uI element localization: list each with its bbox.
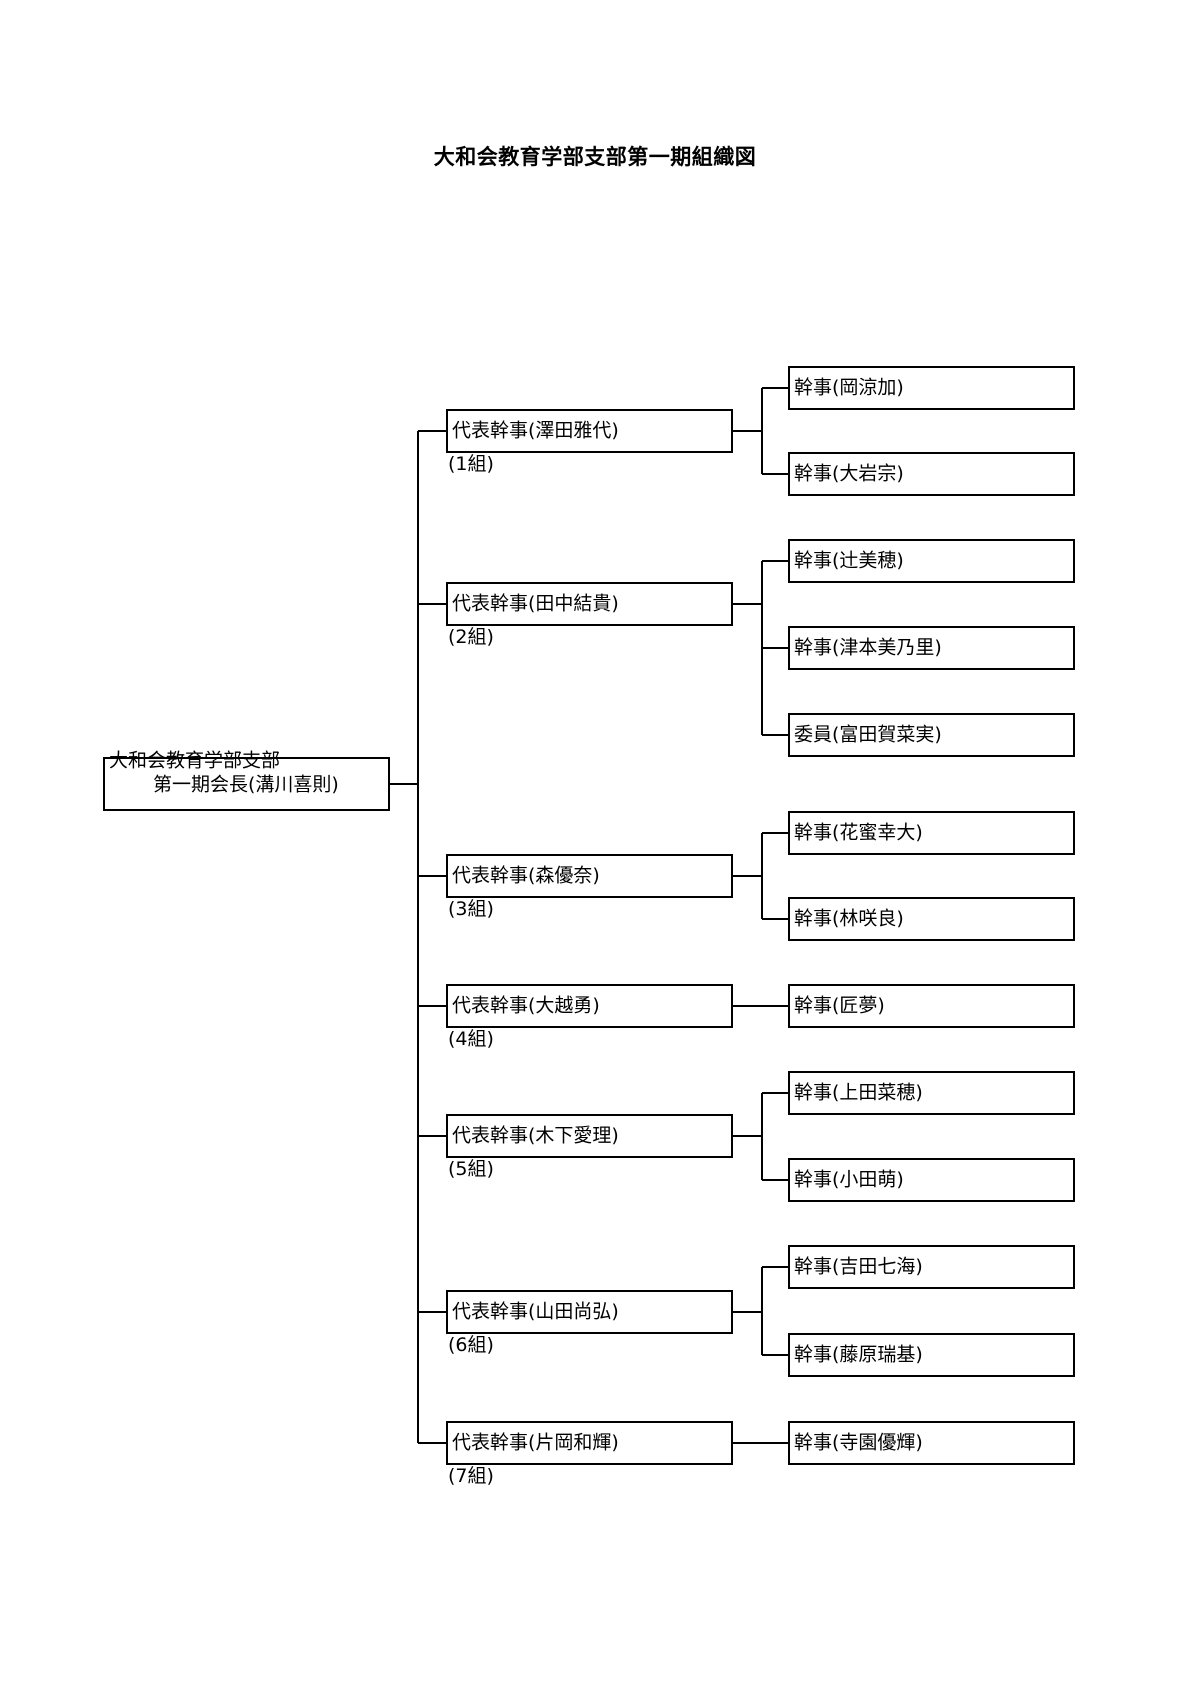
group-label-4: (4組) bbox=[448, 1028, 494, 1050]
rep-node-label: 代表幹事(田中結貴) bbox=[452, 592, 619, 615]
member-node: 幹事(岡涼加) bbox=[788, 366, 1075, 410]
member-node: 幹事(小田萌) bbox=[788, 1158, 1075, 1202]
rep-node-label: 代表幹事(澤田雅代) bbox=[452, 419, 619, 442]
member-node: 委員(富田賀菜実) bbox=[788, 713, 1075, 757]
rep-node-group-7: 代表幹事(片岡和輝) bbox=[446, 1421, 733, 1465]
member-node: 幹事(匠夢) bbox=[788, 984, 1075, 1028]
rep-node-label: 代表幹事(山田尚弘) bbox=[452, 1300, 619, 1323]
group-label-6: (6組) bbox=[448, 1334, 494, 1356]
member-node-label: 幹事(匠夢) bbox=[794, 994, 885, 1017]
member-node-label: 幹事(花蜜幸大) bbox=[794, 821, 923, 844]
member-node-label: 幹事(寺園優輝) bbox=[794, 1431, 923, 1454]
rep-node-group-3: 代表幹事(森優奈) bbox=[446, 854, 733, 898]
member-node: 幹事(大岩宗) bbox=[788, 452, 1075, 496]
member-node-label: 幹事(林咲良) bbox=[794, 907, 904, 930]
group-label-5: (5組) bbox=[448, 1158, 494, 1180]
member-node: 幹事(寺園優輝) bbox=[788, 1421, 1075, 1465]
member-node-label: 幹事(辻美穂) bbox=[794, 549, 904, 572]
rep-node-group-2: 代表幹事(田中結貴) bbox=[446, 582, 733, 626]
rep-node-group-5: 代表幹事(木下愛理) bbox=[446, 1114, 733, 1158]
member-node: 幹事(辻美穂) bbox=[788, 539, 1075, 583]
group-label-2: (2組) bbox=[448, 626, 494, 648]
group-label-3: (3組) bbox=[448, 898, 494, 920]
rep-node-group-1: 代表幹事(澤田雅代) bbox=[446, 409, 733, 453]
member-node-label: 幹事(藤原瑞基) bbox=[794, 1343, 923, 1366]
rep-node-label: 代表幹事(木下愛理) bbox=[452, 1124, 619, 1147]
member-node: 幹事(吉田七海) bbox=[788, 1245, 1075, 1289]
member-node-label: 幹事(上田菜穂) bbox=[794, 1081, 923, 1104]
member-node-label: 幹事(大岩宗) bbox=[794, 462, 904, 485]
rep-node-group-4: 代表幹事(大越勇) bbox=[446, 984, 733, 1028]
root-node-line1: 大和会教育学部支部 bbox=[109, 749, 281, 772]
rep-node-label: 代表幹事(森優奈) bbox=[452, 864, 600, 887]
member-node: 幹事(津本美乃里) bbox=[788, 626, 1075, 670]
group-label-7: (7組) bbox=[448, 1465, 494, 1487]
member-node-label: 幹事(吉田七海) bbox=[794, 1255, 923, 1278]
member-node: 幹事(林咲良) bbox=[788, 897, 1075, 941]
rep-node-group-6: 代表幹事(山田尚弘) bbox=[446, 1290, 733, 1334]
root-node-line2: 第一期会長(溝川喜則) bbox=[153, 773, 339, 796]
page-title: 大和会教育学部支部第一期組織図 bbox=[433, 145, 757, 169]
rep-node-label: 代表幹事(片岡和輝) bbox=[452, 1431, 619, 1454]
member-node: 幹事(上田菜穂) bbox=[788, 1071, 1075, 1115]
rep-node-label: 代表幹事(大越勇) bbox=[452, 994, 600, 1017]
member-node-label: 幹事(津本美乃里) bbox=[794, 636, 942, 659]
member-node: 幹事(花蜜幸大) bbox=[788, 811, 1075, 855]
root-node-president: 大和会教育学部支部 第一期会長(溝川喜則) bbox=[103, 750, 390, 811]
member-node-label: 委員(富田賀菜実) bbox=[794, 723, 942, 746]
member-node-label: 幹事(岡涼加) bbox=[794, 376, 904, 399]
group-label-1: (1組) bbox=[448, 453, 494, 475]
member-node: 幹事(藤原瑞基) bbox=[788, 1333, 1075, 1377]
member-node-label: 幹事(小田萌) bbox=[794, 1168, 904, 1191]
